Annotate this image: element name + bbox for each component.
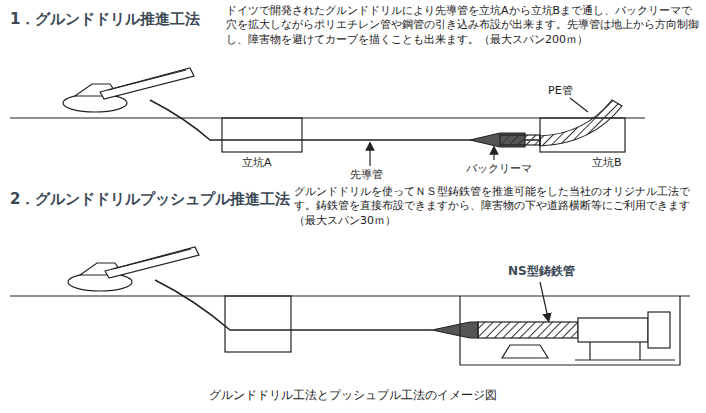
shaft-a <box>225 296 291 352</box>
push-pull-machine <box>502 312 675 360</box>
caption: グルンドドリル工法とプッシュプル工法のイメージ図 <box>209 388 497 404</box>
shaft-b <box>460 296 680 365</box>
drill-rig <box>68 247 199 291</box>
reamer-head <box>432 322 478 338</box>
leader-line <box>493 150 494 160</box>
description: ドイツで開発されたグルンドドリルにより先導管を立坑Aから立坑Bまで通し、バックリ… <box>226 4 700 47</box>
part-label: PE管 <box>548 84 573 98</box>
ground-line <box>10 295 690 296</box>
section-heading: 2．グルンドドリルプッシュプル推進工法 <box>10 190 290 210</box>
description: グルンドドリルを使ってＮＳ型鋳鉄管を推進可能をした当社のオリジナル工法です。鋳鉄… <box>294 185 700 228</box>
part-label: NS型鋳鉄管 <box>508 264 575 280</box>
pipe-joint <box>500 135 540 145</box>
part-label: 立坑B <box>592 156 622 170</box>
leader-line <box>540 282 548 318</box>
part-label: 先導管 <box>350 168 383 182</box>
part-label: 立坑A <box>242 156 272 170</box>
ns-cast-iron-pipe <box>478 322 578 338</box>
pilot-pipe <box>150 100 540 140</box>
drill-rig <box>63 68 194 112</box>
leader-line <box>369 146 370 166</box>
section-heading: 1．グルンドドリル推進工法 <box>10 10 200 30</box>
pilot-pipe <box>155 280 432 330</box>
leader-line <box>570 98 588 112</box>
shaft-a <box>222 118 302 152</box>
part-label: バックリーマ <box>466 162 532 176</box>
